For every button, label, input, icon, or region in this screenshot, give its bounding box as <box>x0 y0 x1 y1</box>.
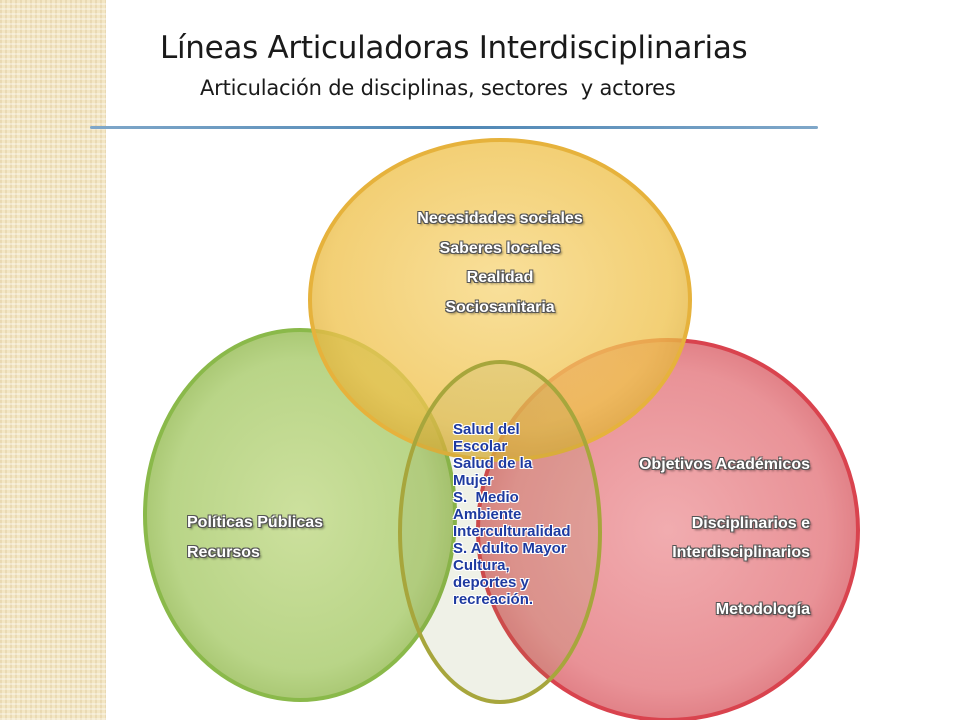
center-line-2: Escolar <box>453 438 508 455</box>
left-circle-line-1: Políticas Públicas <box>187 514 324 531</box>
slide-title: Líneas Articuladoras Interdisciplinarias <box>160 30 748 66</box>
center-line-4: Mujer <box>453 472 494 489</box>
title-divider <box>90 126 818 129</box>
center-line-8: S. Adulto Mayor <box>453 540 567 557</box>
center-line-11: recreación. <box>453 591 534 608</box>
top-circle-line-3: Realidad <box>466 269 534 286</box>
center-line-10: deportes y <box>453 574 529 591</box>
right-circle-line-1: Objetivos Académicos <box>638 456 810 473</box>
center-line-7: Interculturalidad <box>453 523 571 540</box>
center-line-5: S. Medio <box>453 489 519 506</box>
top-circle-line-4: Sociosanitaria <box>445 299 555 316</box>
center-line-1: Salud del <box>453 421 520 438</box>
right-circle-line-3: Interdisciplinarios <box>672 544 810 561</box>
left-circle-line-2: Recursos <box>187 544 260 561</box>
center-circle-text: Salud del Escolar Salud de la Mujer S. M… <box>453 421 613 608</box>
circle-top <box>308 138 692 462</box>
center-line-6: Ambiente <box>453 506 522 523</box>
right-circle-line-4: Metodología <box>715 601 810 618</box>
top-circle-line-1: Necesidades sociales <box>417 210 583 227</box>
right-circle-line-2: Disciplinarios e <box>691 515 810 532</box>
slide-subtitle: Articulación de disciplinas, sectores y … <box>200 76 676 100</box>
center-line-9: Cultura, <box>453 557 510 574</box>
center-line-3: Salud de la <box>453 455 533 472</box>
circle-center <box>398 360 602 704</box>
decorative-side-strip <box>0 0 106 720</box>
top-circle-line-2: Saberes locales <box>439 240 561 257</box>
